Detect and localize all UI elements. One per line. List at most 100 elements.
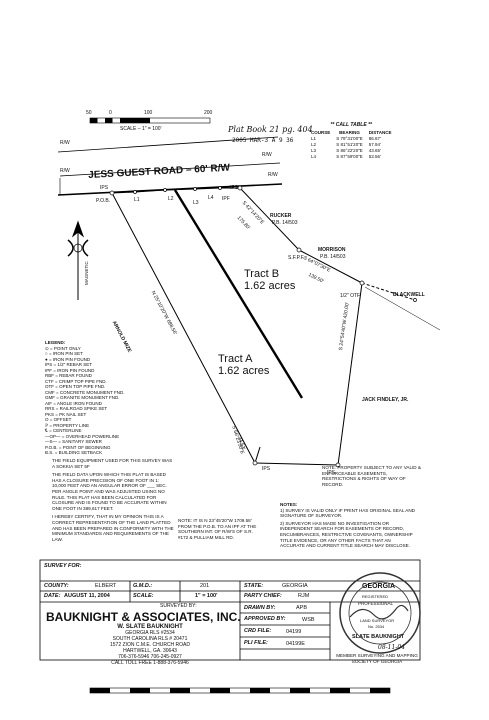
owner-morrison-pb: P.B. 14/503 [320, 254, 346, 260]
list-item: ○ = IRON PIN SET [45, 351, 83, 356]
sc-rls: SOUTH CAROLINA RLS # 20471 [112, 636, 188, 642]
tract-b-name: Tract B [244, 268, 280, 280]
ga-rls: GEORGIA RLS #2534 [125, 630, 175, 636]
seal-date: 08-11-04 [378, 644, 405, 651]
list-item: 1) SURVEY IS VALID ONLY IF PRINT HAS ORI… [280, 507, 415, 519]
scale-tick-200: 200 [204, 110, 213, 116]
certification-block: THE FIELD EQUIPMENT USED FOR THIS SURVEY… [52, 458, 174, 542]
state-label: STATE: [244, 583, 264, 589]
recording-stamp: 2005 HAR-3 A 9 36 [232, 137, 294, 144]
point-ips-west: IPS [100, 185, 109, 191]
note-subject: NOTE: PROPERTY SUBJECT TO ANY VALID & EN… [322, 465, 421, 487]
date-label: DATE: [44, 593, 61, 599]
list-item: OTF = OPEN TOP PIPE FND. [45, 384, 106, 389]
label-l3: L3 [193, 200, 199, 206]
crd-file-label: CRD FILE: [244, 628, 272, 634]
point-sfpf: S.F.P.F. [288, 255, 305, 261]
rw-right-bottom: R/W [268, 172, 278, 178]
list-item: AIF = ANGLE IRON FOUND [45, 400, 102, 406]
handwritten-book-ref: Plat Book 21 pg. 404 [228, 125, 313, 134]
seal-registered: REGISTERED [362, 594, 389, 599]
point-ips-sw: IPS [262, 466, 271, 472]
list-item: CTF = CRIMP TOP PIPE FND. [45, 378, 107, 384]
cert-certify: I HEREBY CERTIFY, THAT IN MY OPINION THI… [52, 514, 174, 542]
call-header-distance: DISTANCE [368, 130, 392, 135]
owner-rucker: RUCKER [270, 213, 292, 219]
list-item: —S— = SANITARY SEWER [45, 439, 102, 444]
owner-rucker-pb: P.B. 14/503 [272, 220, 298, 226]
list-item: ℙ = PROPERTY LINE [45, 422, 90, 428]
tract-division-line [173, 189, 304, 399]
call-header-course: COURSE [311, 130, 331, 135]
company-info: W. SLATE BAUKNIGHT GEORGIA RLS #2534 SOU… [60, 624, 240, 666]
point-pob: P.O.B. [96, 198, 111, 204]
seal-professional: PROFESSIONAL [358, 601, 394, 606]
tract-a-name: Tract A [218, 353, 253, 365]
list-item: CMF = CONCRETE MONUMENT FND. [45, 389, 125, 395]
scale-title-label: SCALE: [133, 593, 154, 599]
member-society: MEMBER SURVEYING AND MAPPING SOCIETY OF … [336, 653, 418, 664]
list-item: O = OFFSET [45, 417, 72, 422]
drawn-by-value: APB [296, 605, 308, 611]
north-label: MAGNETIC [84, 261, 89, 285]
rw-left-bottom: R/W [60, 168, 70, 174]
company-city: HARTWELL, GA. 30643 [123, 648, 177, 654]
party-chief-value: RJM [298, 593, 310, 599]
label-l1: L1 [134, 197, 140, 203]
north-arrow-icon [67, 220, 89, 300]
list-item: ℄ = CENTERLINE [45, 428, 82, 433]
crd-file-value: 04199 [286, 629, 302, 635]
date-value: AUGUST 11, 2004 [64, 593, 110, 599]
company-phones: 706-376-5946 706-245-0927 [118, 654, 182, 660]
company-address: 1572 ZION C.M.E. CHURCH ROAD [109, 642, 190, 648]
scale-title-value: 1" = 100' [195, 593, 218, 599]
seal-number: No. 2534 [368, 624, 385, 629]
pli-file-label: PLI FILE: [244, 640, 268, 646]
approved-by-value: WSB [302, 617, 315, 623]
seal-bottom: SLATE BAUKNIGHT [352, 634, 405, 640]
county-label: COUNTY: [44, 583, 69, 589]
seal-land-surveyor: LAND SURVEYOR [360, 618, 395, 623]
property-boundary [111, 187, 441, 466]
tract-b-label: Tract B 1.62 acres [244, 268, 295, 292]
list-item: ● = IRON PIN FOUND [45, 356, 91, 362]
county-value: ELBERT [95, 583, 117, 589]
surveyor-seal [339, 572, 421, 654]
tract-a-area: 1.62 acres [218, 365, 270, 377]
state-value: GEORGIA [282, 583, 308, 589]
scale-tick-50: 50 [86, 110, 92, 116]
cert-precision: THE FIELD DATA UPON WHICH THIS PLAT IS B… [52, 472, 167, 511]
pli-file-value: 04199E [286, 641, 305, 647]
legend-title: LEGEND: [45, 340, 66, 345]
company-tollfree: CALL TOLL FREE 1-888-376-5946 [111, 660, 189, 666]
scale-tick-100: 100 [144, 110, 153, 116]
list-item: RBF = REBAR FOUND [45, 373, 92, 378]
list-item: —OP— = OVERHEAD POWERLINE [45, 433, 120, 439]
point-otf: 1/2" OTF [340, 293, 361, 299]
seal-top: GEORGIA [362, 583, 396, 590]
survey-for-label: SURVEY FOR: [44, 563, 82, 569]
list-item: GMF = GRANITE MONUMENT FND. [45, 395, 120, 400]
drawn-by-label: DRAWN BY: [244, 605, 276, 611]
list-item: IPS = 1/2" REBAR SET [45, 362, 92, 367]
tract-b-area: 1.62 acres [244, 280, 296, 292]
point-ips-se: IPS [327, 470, 336, 476]
list-item: PKS = PK NAIL SET [45, 411, 87, 417]
company-name: BAUKNIGHT & ASSOCIATES, INC. [46, 610, 241, 624]
scale-label: SCALE – 1" = 100' [120, 126, 162, 132]
list-item: IPF = IRON PIN FOUND [45, 367, 95, 373]
point-ipf: IPF [222, 196, 230, 202]
tract-a-label: Tract A 1.62 acres [218, 353, 269, 377]
surveyor-name: W. SLATE BAUKNIGHT [117, 624, 183, 630]
approved-by-label: APPROVED BY: [244, 616, 286, 622]
list-item: B.S. = BUILDING SETBACK [45, 450, 103, 455]
call-table: ** CALL TABLE ** COURSE BEARING DISTANCE… [308, 122, 394, 160]
list-item: 2) SURVEYOR HAS MADE NO INVESTIGATION OR… [280, 520, 413, 549]
cert-equipment: THE FIELD EQUIPMENT USED FOR THIS SURVEY… [52, 458, 173, 469]
bottom-ruler [89, 687, 391, 694]
notes-title: NOTES: [280, 502, 298, 507]
